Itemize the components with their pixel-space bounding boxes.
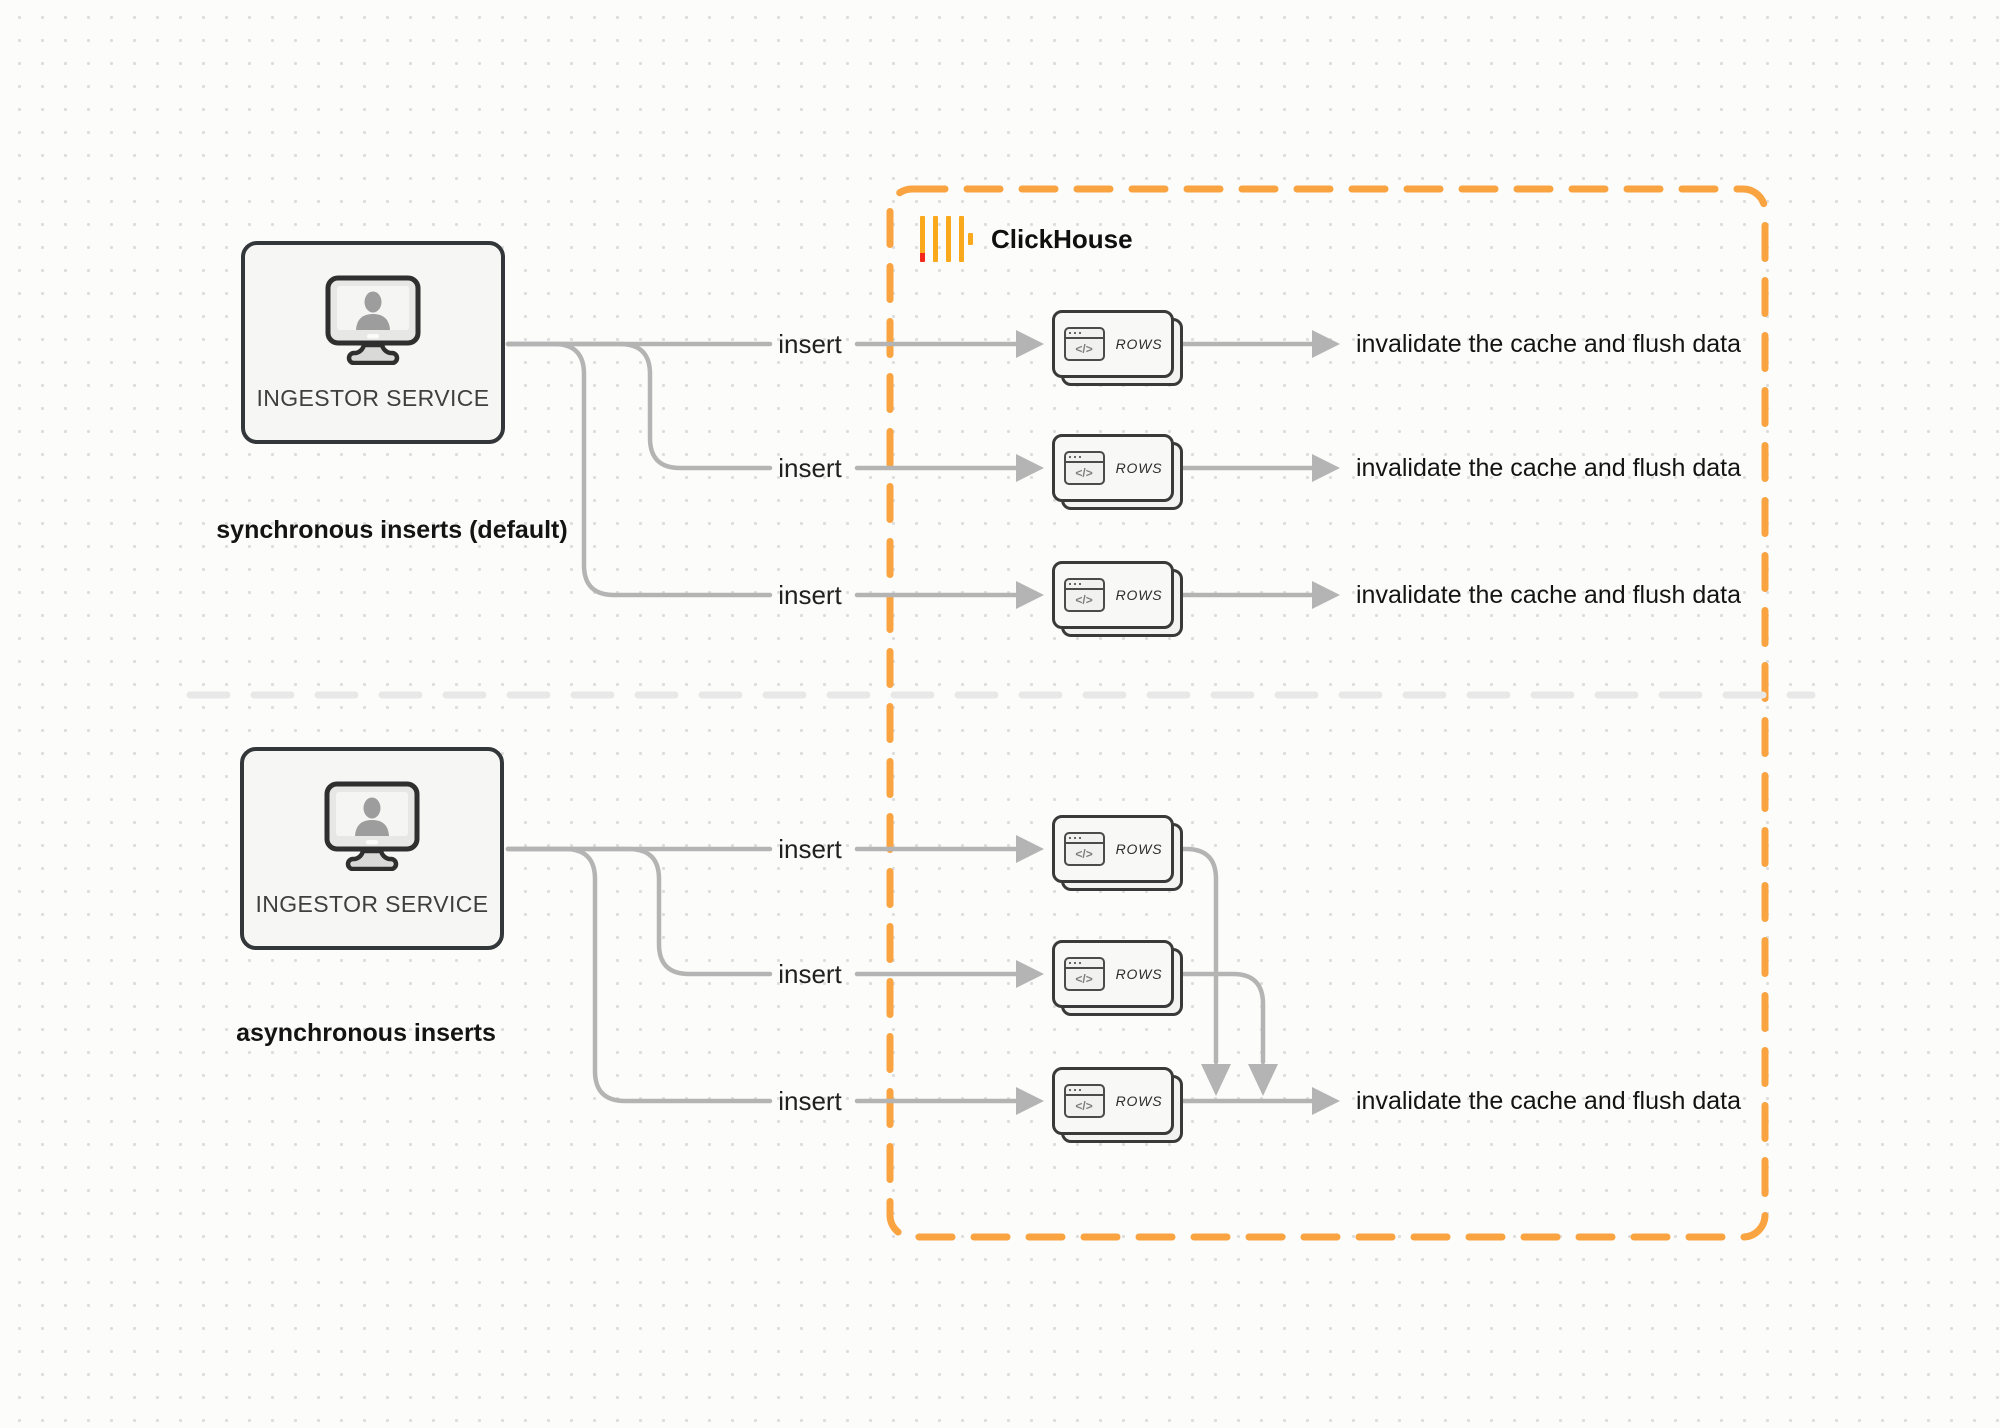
sync-branch-2 bbox=[505, 341, 773, 471]
clickhouse-brand: ClickHouse bbox=[920, 214, 1133, 264]
sync-result-label-3: invalidate the cache and flush data bbox=[1356, 581, 1741, 609]
async-merge-arrowhead-2 bbox=[1248, 1064, 1278, 1096]
rows-card-sync-1: </> ROWS bbox=[1052, 310, 1183, 386]
rows-label: ROWS bbox=[1115, 587, 1163, 603]
async-section-caption: asynchronous inserts bbox=[236, 1019, 496, 1047]
sync-result-label-1: invalidate the cache and flush data bbox=[1356, 330, 1741, 358]
service-label: INGESTOR SERVICE bbox=[255, 891, 489, 917]
async-result-label: invalidate the cache and flush data bbox=[1356, 1087, 1741, 1115]
sync-insert-arrowhead-2 bbox=[1016, 454, 1044, 482]
code-window-icon: </> bbox=[1063, 832, 1105, 866]
async-insert-label-1: insert bbox=[778, 834, 842, 864]
code-window-icon: </> bbox=[1063, 578, 1105, 612]
ingestor-service-box-sync: INGESTOR SERVICE bbox=[241, 241, 505, 444]
async-insert-label-2: insert bbox=[778, 959, 842, 989]
async-insert-arrowhead-1 bbox=[1016, 835, 1044, 863]
clickhouse-title: ClickHouse bbox=[991, 223, 1133, 254]
async-insert-arrowhead-3 bbox=[1016, 1087, 1044, 1115]
sync-insert-arrowhead-1 bbox=[1016, 330, 1044, 358]
async-branch-2 bbox=[505, 846, 773, 977]
code-window-icon: </> bbox=[1063, 1084, 1105, 1118]
ingestor-service-box-async: INGESTOR SERVICE bbox=[240, 747, 504, 950]
code-window-icon: </> bbox=[1063, 451, 1105, 485]
rows-label: ROWS bbox=[1115, 336, 1163, 352]
rows-label: ROWS bbox=[1115, 841, 1163, 857]
rows-card-async-3: </> ROWS bbox=[1052, 1067, 1183, 1143]
sync-insert-label-2: insert bbox=[778, 453, 842, 483]
clickhouse-logo-icon bbox=[920, 214, 973, 264]
code-window-icon: </> bbox=[1063, 957, 1105, 991]
rows-card-sync-3: </> ROWS bbox=[1052, 561, 1183, 637]
clickhouse-dashed-border bbox=[886, 185, 1769, 1241]
sync-result-arrowhead-1 bbox=[1312, 330, 1340, 358]
monitor-user-icon bbox=[325, 275, 421, 365]
rows-label: ROWS bbox=[1115, 1093, 1163, 1109]
async-merge-line-2 bbox=[1180, 971, 1266, 1065]
async-insert-label-3: insert bbox=[778, 1086, 842, 1116]
monitor-user-icon bbox=[324, 781, 420, 871]
rows-card-sync-2: </> ROWS bbox=[1052, 434, 1183, 510]
sync-section-caption: synchronous inserts (default) bbox=[216, 516, 568, 544]
sync-insert-label-1: insert bbox=[778, 329, 842, 359]
sync-branch-3 bbox=[505, 341, 773, 598]
sync-result-arrowhead-3 bbox=[1312, 581, 1340, 609]
async-insert-arrowhead-2 bbox=[1016, 960, 1044, 988]
rows-label: ROWS bbox=[1115, 966, 1163, 982]
async-result-arrowhead bbox=[1312, 1087, 1340, 1115]
rows-card-async-2: </> ROWS bbox=[1052, 940, 1183, 1016]
service-label: INGESTOR SERVICE bbox=[256, 385, 490, 411]
sync-insert-label-3: insert bbox=[778, 580, 842, 610]
sync-insert-arrowhead-3 bbox=[1016, 581, 1044, 609]
sync-result-label-2: invalidate the cache and flush data bbox=[1356, 454, 1741, 482]
async-merge-arrowhead-1 bbox=[1201, 1064, 1231, 1096]
rows-label: ROWS bbox=[1115, 460, 1163, 476]
sync-result-arrowhead-2 bbox=[1312, 454, 1340, 482]
code-window-icon: </> bbox=[1063, 327, 1105, 361]
async-branch-3 bbox=[505, 846, 773, 1104]
async-merge-line-1 bbox=[1180, 846, 1219, 1065]
rows-card-async-1: </> ROWS bbox=[1052, 815, 1183, 891]
